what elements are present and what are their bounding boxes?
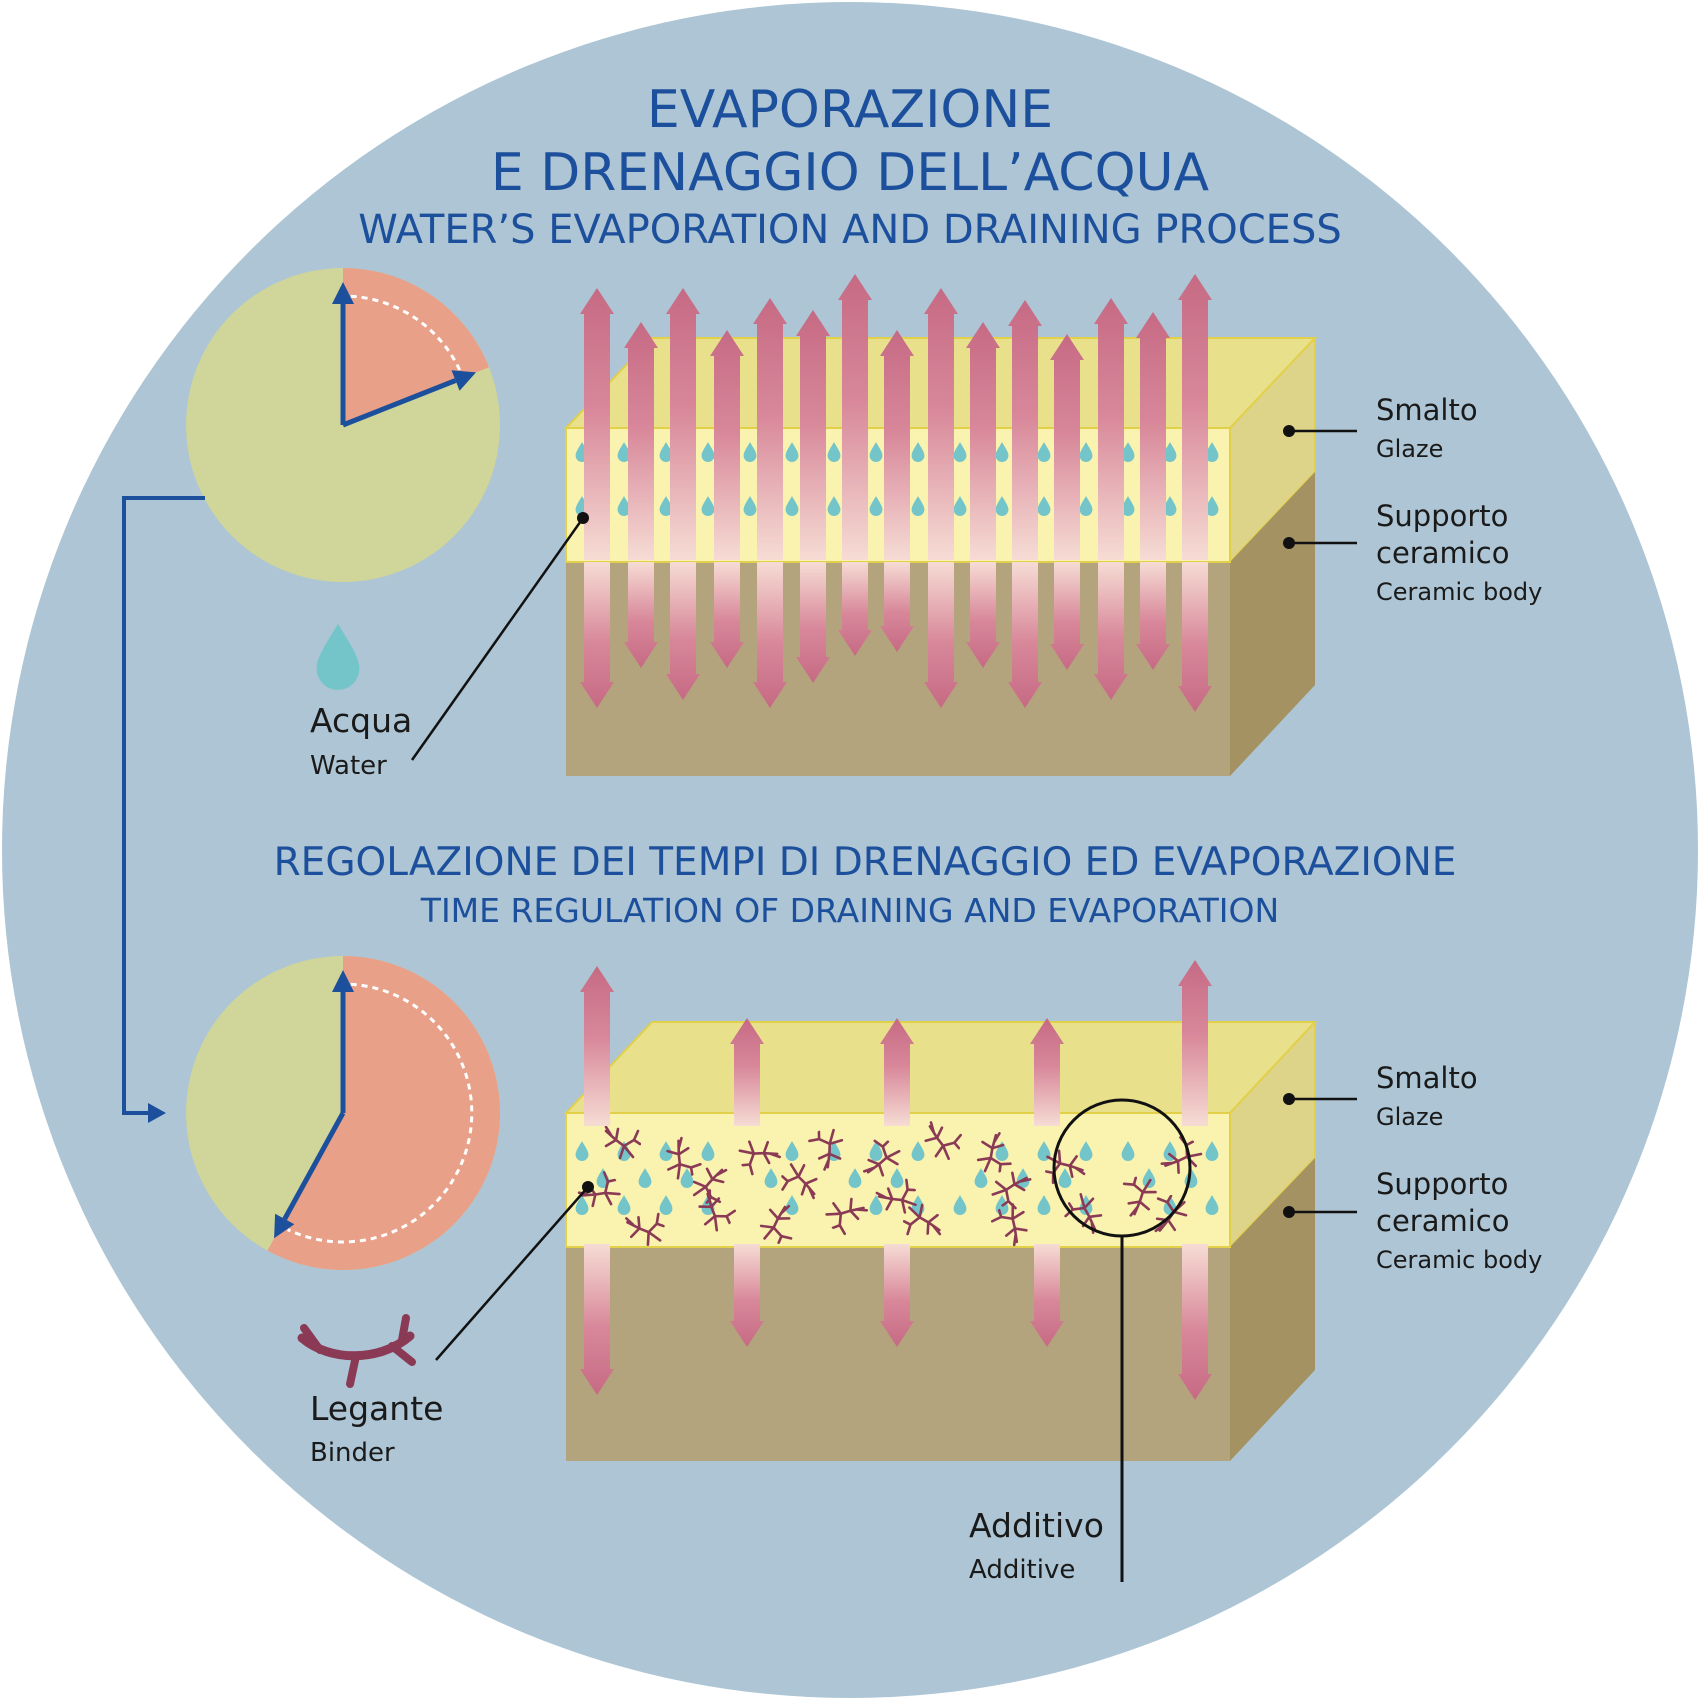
bottom-body-it-2: ceramico — [1376, 1204, 1509, 1238]
binder-legend-branch-4 — [398, 1314, 410, 1344]
binder-legend: Legante Binder — [297, 1181, 594, 1468]
top-arrow-up-9 — [924, 288, 958, 560]
top-arrow-down-13 — [1094, 562, 1128, 700]
bottom-arrow-up-5 — [1178, 960, 1212, 1126]
bottom-glaze-label: Smalto Glaze — [1283, 1061, 1478, 1131]
bottom-arrow-down-3 — [880, 1244, 914, 1347]
bottom-body-it-1: Supporto — [1376, 1167, 1508, 1201]
top-arrow-down-2 — [624, 562, 658, 668]
top-arrow-down-9 — [924, 562, 958, 708]
bottom-clock-hand-2-head — [274, 1213, 295, 1239]
top-clock-dash — [350, 294, 462, 372]
top-body-label: Supporto ceramico Ceramic body — [1283, 499, 1542, 606]
binder-label-en: Binder — [310, 1438, 395, 1468]
top-arrow-up-6 — [796, 310, 830, 560]
water-legend: Acqua Water — [310, 512, 589, 781]
title-line1: EVAPORAZIONE — [647, 80, 1053, 140]
top-arrow-down-14 — [1136, 562, 1170, 670]
top-arrow-down-10 — [966, 562, 1000, 668]
top-arrow-up-11 — [1008, 300, 1042, 560]
bottom-body-side — [1230, 1158, 1315, 1461]
bottom-glaze-it: Smalto — [1376, 1061, 1478, 1095]
top-arrow-up-3 — [666, 288, 700, 560]
bottom-arrow-down-4 — [1030, 1244, 1064, 1347]
top-body-side — [1230, 472, 1315, 776]
subtitle-english: TIME REGULATION OF DRAINING AND EVAPORAT… — [420, 891, 1279, 930]
top-arrow-down-11 — [1008, 562, 1042, 708]
water-label-it: Acqua — [310, 701, 412, 740]
top-arrow-down-6 — [796, 562, 830, 683]
bottom-arrow-down-1 — [580, 1244, 614, 1395]
top-clock-hand-2-head — [451, 370, 476, 391]
top-arrow-down-8 — [880, 562, 914, 652]
top-arrow-up-13 — [1094, 298, 1128, 560]
top-arrow-up-4 — [710, 330, 744, 560]
water-label-en: Water — [310, 751, 387, 781]
bottom-glaze-en: Glaze — [1376, 1103, 1443, 1131]
additive-label-en: Additive — [969, 1555, 1075, 1585]
top-arrow-down-7 — [838, 562, 872, 656]
bottom-body-label: Supporto ceramico Ceramic body — [1283, 1167, 1542, 1274]
top-arrows — [580, 274, 1212, 712]
top-arrow-down-1 — [580, 562, 614, 708]
top-arrow-up-15 — [1178, 274, 1212, 560]
top-body-it-2: ceramico — [1376, 536, 1509, 570]
top-arrow-down-3 — [666, 562, 700, 700]
bottom-clock-hand-2 — [282, 1111, 346, 1221]
binder-legend-branch-2 — [346, 1352, 360, 1388]
top-arrow-up-14 — [1136, 312, 1170, 560]
binder-legend-branch-3 — [388, 1342, 416, 1366]
subtitle-italian: REGOLAZIONE DEI TEMPI DI DRENAGGIO ED EV… — [274, 840, 1457, 885]
top-clock — [186, 268, 500, 582]
binder-leader-dot — [582, 1181, 594, 1193]
bottom-clock-hand-1-head — [332, 970, 354, 992]
bottom-clock — [186, 956, 500, 1270]
top-arrow-up-2 — [624, 322, 658, 560]
bottom-arrow-up-2 — [730, 1018, 764, 1126]
bottom-clock-dash — [287, 982, 474, 1244]
top-arrow-up-10 — [966, 322, 1000, 560]
title-english: WATER’S EVAPORATION AND DRAINING PROCESS — [358, 207, 1341, 253]
top-arrow-down-12 — [1050, 562, 1084, 670]
water-leader-dot — [577, 512, 589, 524]
bottom-clock-sector — [267, 956, 500, 1270]
top-glaze-en: Glaze — [1376, 435, 1443, 463]
top-glaze-it: Smalto — [1376, 393, 1478, 427]
bottom-arrow-up-1 — [580, 966, 614, 1126]
binder-label-it: Legante — [310, 1389, 443, 1428]
top-body-en: Ceramic body — [1376, 578, 1542, 606]
additive-label-it: Additivo — [969, 1506, 1104, 1545]
top-clock-hand-2 — [342, 378, 457, 428]
bottom-body-en: Ceramic body — [1376, 1246, 1542, 1274]
bottom-arrow-up-4 — [1030, 1018, 1064, 1126]
top-glaze-label: Smalto Glaze — [1283, 393, 1478, 463]
bottom-arrow-up-3 — [880, 1018, 914, 1126]
top-clock-sector — [343, 268, 489, 425]
water-leader-line — [410, 517, 585, 761]
top-body-it-1: Supporto — [1376, 499, 1508, 533]
top-arrow-up-5 — [753, 298, 787, 560]
binder-leader-line — [435, 1186, 589, 1361]
top-clock-hand-1-head — [332, 282, 354, 304]
top-arrow-down-4 — [710, 562, 744, 668]
top-arrow-up-7 — [838, 274, 872, 560]
clock-connector-arrowhead — [148, 1103, 166, 1123]
top-arrow-up-1 — [580, 288, 614, 560]
title-line2: E DRENAGGIO DELL’ACQUA — [491, 143, 1210, 203]
top-arrow-down-15 — [1178, 562, 1212, 712]
binder-legend-branch-1 — [300, 1324, 324, 1354]
bottom-arrow-down-2 — [730, 1244, 764, 1347]
clock-connector-line — [122, 496, 205, 1115]
bottom-arrow-down-5 — [1178, 1244, 1212, 1400]
top-arrow-up-8 — [880, 330, 914, 560]
top-arrow-up-12 — [1050, 334, 1084, 560]
top-arrow-down-5 — [753, 562, 787, 708]
bottom-arrows — [580, 960, 1212, 1400]
